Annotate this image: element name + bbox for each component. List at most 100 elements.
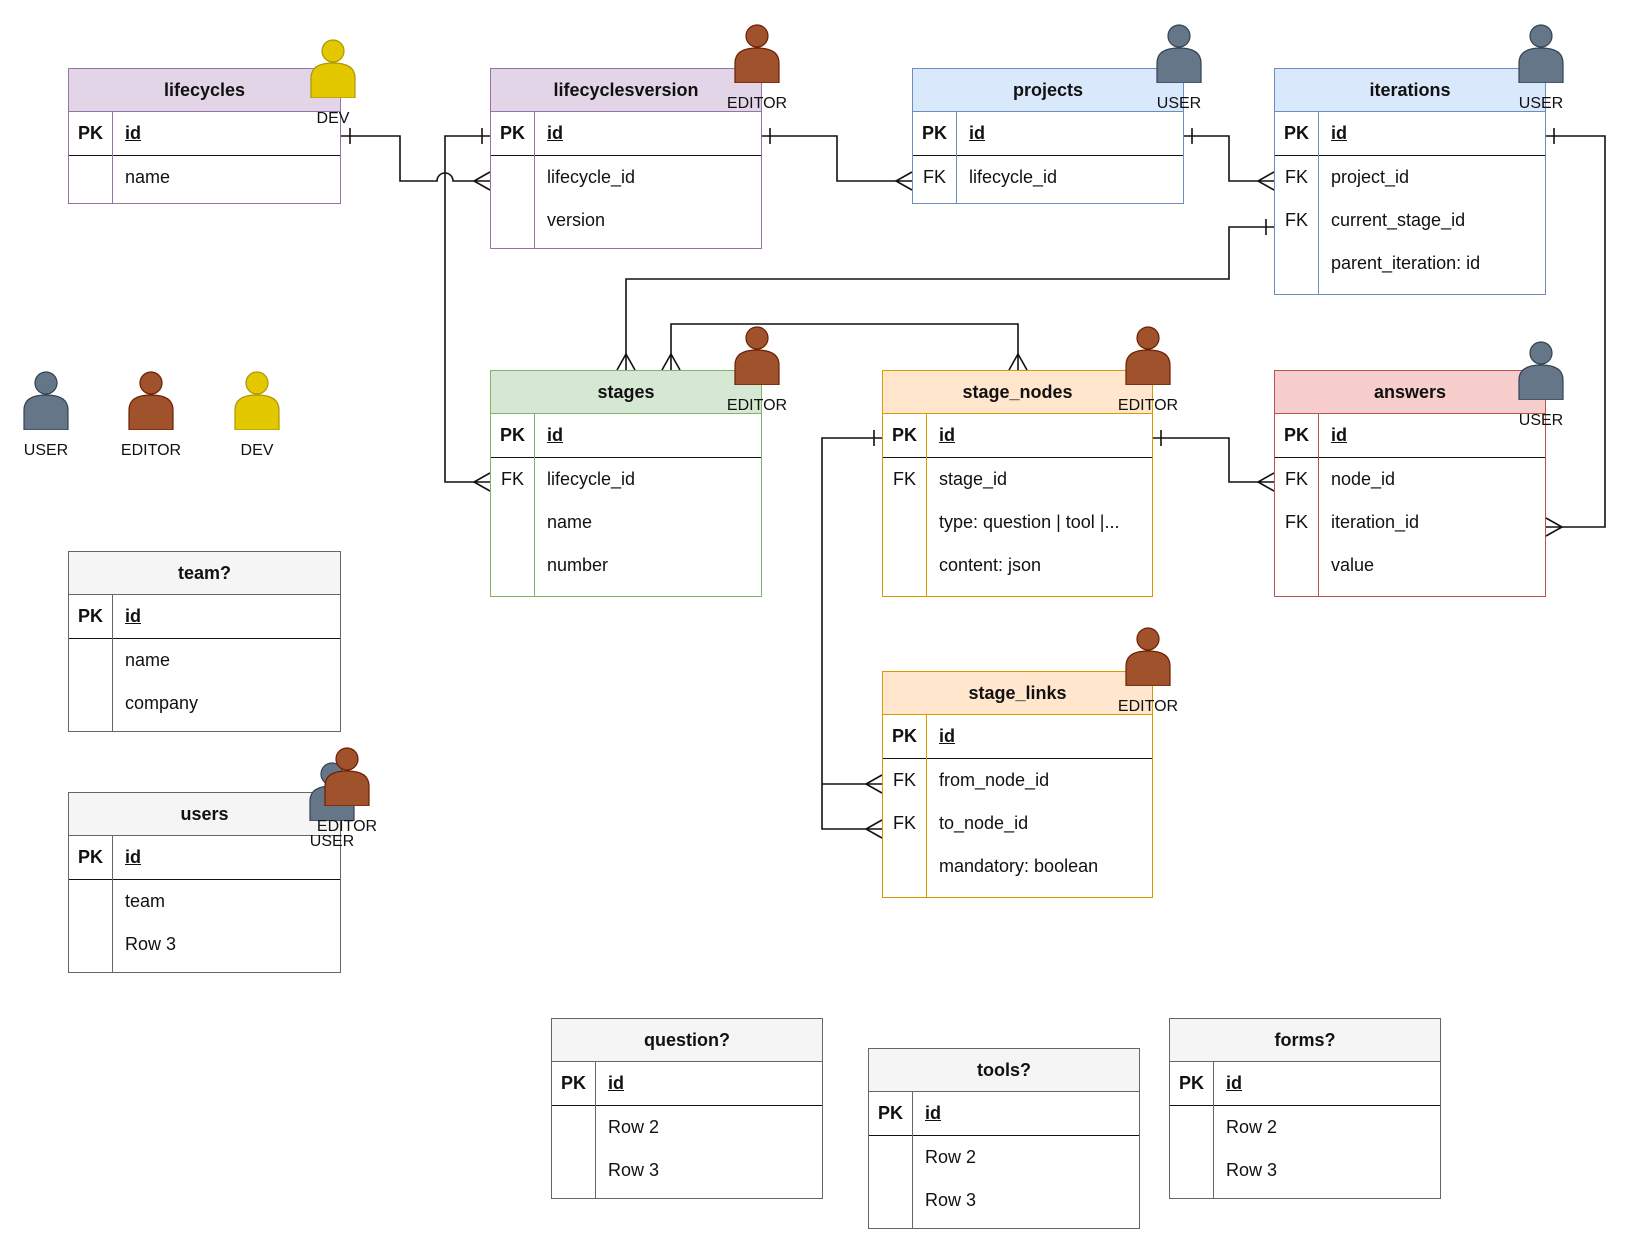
rel-lifecyclesversion-stages — [444, 135, 490, 483]
person-icon — [1125, 326, 1171, 385]
table-title: answers — [1275, 371, 1545, 414]
actor-label: USER — [1518, 412, 1564, 429]
person-icon — [1518, 24, 1564, 83]
table-title: question? — [552, 1019, 822, 1062]
person-icon — [734, 24, 780, 83]
table-row: type: question | tool |... — [939, 512, 1120, 532]
person-icon — [234, 371, 280, 430]
table-title: lifecycles — [69, 69, 340, 112]
table-row: name — [547, 512, 593, 532]
table-row: Row 3 — [925, 1190, 977, 1210]
actor-label: EDITOR — [726, 397, 788, 414]
rel-lifecycles-lifecyclesversion — [341, 135, 490, 182]
table-title: projects — [913, 69, 1183, 112]
table-row: mandatory: boolean — [939, 856, 1099, 876]
table-title: users — [69, 793, 340, 836]
rel-lifecyclesversion-projects — [762, 135, 912, 182]
table-row: Row 3 — [1226, 1160, 1278, 1180]
rel-stage-nodes-answers — [1153, 437, 1274, 483]
actor-label: DEV — [316, 110, 350, 127]
table-row: Row 3 — [125, 934, 177, 954]
legend-label: EDITOR — [120, 442, 182, 459]
actor-label: USER — [1156, 95, 1202, 112]
table-row: company — [125, 693, 199, 713]
rel-iterations-stages — [625, 226, 1274, 370]
table-title: tools? — [869, 1049, 1139, 1092]
table-row: version — [547, 210, 606, 230]
actor-label: EDITOR — [1117, 397, 1179, 414]
table-title: stages — [491, 371, 761, 414]
table-title: team? — [69, 552, 340, 595]
rel-stages-stage-nodes — [670, 323, 1019, 370]
table-row: content: json — [939, 555, 1042, 575]
person-icon — [324, 747, 370, 806]
table-row: Row 3 — [608, 1160, 660, 1180]
actor-label: USER — [1518, 95, 1564, 112]
table-row: number — [547, 555, 609, 575]
person-icon — [128, 371, 174, 430]
rel-iterations-answers — [1546, 135, 1606, 528]
table-row: name — [125, 650, 171, 670]
actor-label: EDITOR — [316, 818, 378, 835]
person-icon — [734, 326, 780, 385]
table-title: stage_nodes — [883, 371, 1152, 414]
table-row: lifecycle_id — [547, 167, 636, 187]
legend-label: USER — [23, 442, 69, 459]
rel-stage-nodes-stage-links — [821, 437, 882, 830]
table-row: parent_iteration: id — [1331, 253, 1481, 273]
table-row: Row 2 — [608, 1117, 660, 1137]
person-icon — [310, 39, 356, 98]
person-icon — [23, 371, 69, 430]
person-icon — [1125, 627, 1171, 686]
actor-label: USER — [309, 833, 355, 850]
table-row: team — [125, 891, 166, 911]
table-row: Row 2 — [925, 1147, 977, 1167]
actor-label: EDITOR — [726, 95, 788, 112]
table-row: Row 2 — [1226, 1117, 1278, 1137]
table-title: stage_links — [883, 672, 1152, 715]
rel-projects-iterations — [1184, 135, 1274, 182]
person-icon — [1518, 341, 1564, 400]
table-title: forms? — [1170, 1019, 1440, 1062]
table-title: lifecyclesversion — [491, 69, 761, 112]
legend-label: DEV — [240, 442, 274, 459]
actor-label: EDITOR — [1117, 698, 1179, 715]
table-row: name — [125, 167, 171, 187]
